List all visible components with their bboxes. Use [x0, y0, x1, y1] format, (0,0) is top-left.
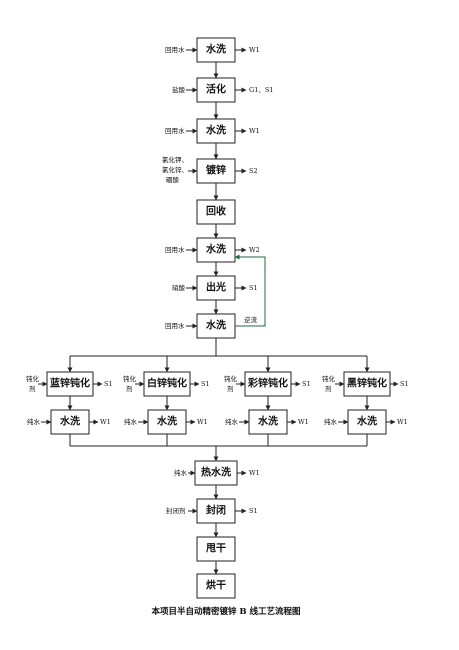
input-passivator-2a: 钝化: [123, 374, 137, 383]
step-wash-4-label: 水洗: [205, 319, 226, 332]
input-galvanize-chem-1: 氯化钾、: [162, 155, 188, 164]
branch-4-wash-label: 水洗: [356, 415, 377, 428]
input-pure-water-2: 纯水: [124, 417, 138, 426]
input-pure-water-4: 纯水: [324, 417, 338, 426]
input-passivator-4b: 剂: [325, 384, 332, 393]
output-s1-branch-3: S1: [302, 380, 311, 388]
backflow-label: 逆流: [244, 315, 258, 324]
step-brighten-label: 出光: [206, 281, 226, 294]
branch-white-zinc-label: 白锌钝化: [147, 377, 187, 390]
step-wash-1-label: 水洗: [205, 43, 226, 56]
step-bake: 烘干: [196, 573, 236, 599]
branch-color-zinc: 彩锌钝化 钝化 剂 S1 水洗 纯水 W1: [224, 371, 311, 435]
step-recover-label: 回收: [206, 205, 226, 218]
input-reuse-water-4: 回用水: [165, 321, 185, 330]
input-galvanize-chem-3: 硼酸: [166, 175, 180, 184]
branch-black-zinc: 黑锌钝化 钝化 剂 S1 水洗 纯水 W1: [322, 371, 409, 435]
input-reuse-water-2: 回用水: [165, 126, 185, 135]
step-wash-4: 水洗: [196, 313, 236, 339]
step-galvanize: 镀锌: [196, 158, 236, 184]
input-reuse-water-1: 回用水: [165, 45, 185, 54]
output-w1-branch-2: W1: [197, 418, 208, 426]
step-wash-2: 水洗: [196, 118, 236, 144]
step-activate-label: 活化: [206, 83, 226, 96]
output-w1-2: W1: [249, 127, 260, 135]
branch-blue-zinc: 蓝锌钝化 钝化 剂 S1 水洗 纯水 W1: [26, 371, 113, 435]
output-s1-branch-1: S1: [104, 380, 113, 388]
output-s1-branch-4: S1: [400, 380, 409, 388]
input-pure-water-3: 纯水: [225, 417, 239, 426]
input-passivator-4a: 钝化: [322, 374, 336, 383]
branch-white-zinc: 白锌钝化 钝化 剂 S1 水洗 纯水 W1: [123, 371, 210, 435]
step-hot-wash: 热水洗: [194, 460, 238, 486]
step-seal-label: 封闭: [206, 504, 226, 517]
input-hydrochloric-acid: 盐酸: [172, 85, 186, 94]
output-s1-branch-2: S1: [201, 380, 210, 388]
output-g1-s1: G1、S1: [249, 86, 273, 94]
input-pure-water-1: 纯水: [27, 417, 41, 426]
output-w1-branch-4: W1: [397, 418, 408, 426]
step-brighten: 出光: [196, 275, 236, 301]
backflow-line: [234, 254, 266, 327]
input-reuse-water-3: 回用水: [165, 245, 185, 254]
diagram-title: 本项目半自动精密镀锌 B 线工艺流程图: [151, 606, 300, 617]
branch-blue-zinc-label: 蓝锌钝化: [50, 377, 90, 390]
branch-2-wash-label: 水洗: [156, 415, 177, 428]
branch-color-zinc-label: 彩锌钝化: [247, 377, 288, 390]
input-passivator-2b: 剂: [126, 384, 133, 393]
step-galvanize-label: 镀锌: [206, 164, 226, 177]
step-activate: 活化: [196, 77, 236, 103]
step-wash-3-label: 水洗: [205, 243, 226, 256]
output-s2: S2: [249, 167, 258, 175]
step-hot-wash-label: 热水洗: [201, 466, 231, 479]
output-w1-hot: W1: [249, 469, 260, 477]
input-pure-water-hot: 纯水: [174, 468, 188, 477]
branch-black-zinc-label: 黑锌钝化: [347, 377, 387, 390]
step-bake-label: 烘干: [206, 579, 226, 592]
output-w1-branch-1: W1: [100, 418, 111, 426]
input-passivator-1b: 剂: [29, 384, 36, 393]
input-galvanize-chem-2: 氯化锌、: [162, 165, 188, 174]
step-seal: 封闭: [196, 498, 236, 524]
output-w1-1: W1: [249, 46, 260, 54]
step-spin-dry: 甩干: [196, 536, 236, 562]
step-wash-1: 水洗: [196, 37, 236, 63]
output-w1-branch-3: W1: [298, 418, 309, 426]
step-wash-3: 水洗: [196, 237, 236, 263]
input-nitric-acid: 硝酸: [172, 283, 186, 292]
input-passivator-3a: 钝化: [224, 374, 238, 383]
input-passivator-1a: 钝化: [26, 374, 40, 383]
branch-1-wash-label: 水洗: [59, 415, 80, 428]
input-passivator-3b: 剂: [227, 384, 234, 393]
input-sealant: 封闭剂: [166, 506, 186, 515]
step-spin-dry-label: 甩干: [205, 543, 226, 555]
output-w2: W2: [249, 246, 260, 254]
step-wash-2-label: 水洗: [205, 124, 226, 137]
output-s1-seal: S1: [249, 507, 258, 515]
step-recover: 回收: [196, 199, 236, 225]
branch-3-wash-label: 水洗: [257, 415, 278, 428]
output-s1-brighten: S1: [249, 284, 258, 292]
